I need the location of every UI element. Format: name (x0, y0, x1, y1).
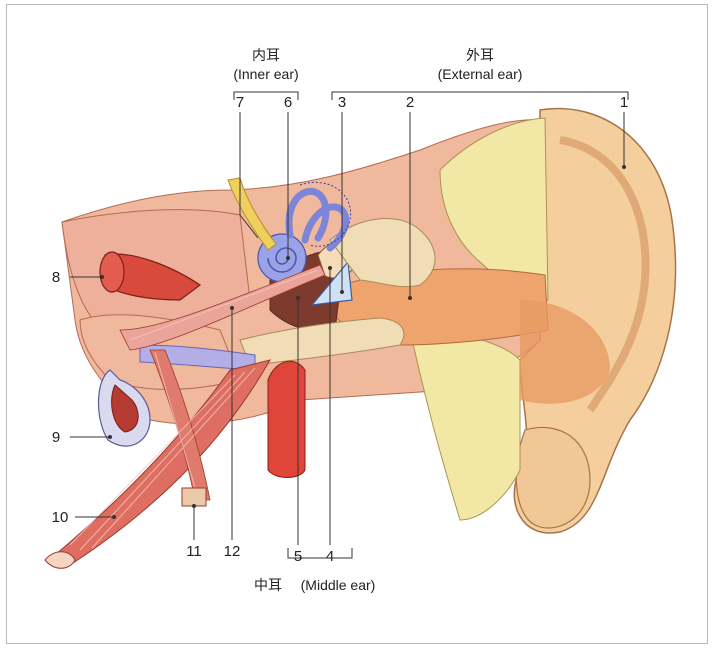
leader-10-dot (112, 515, 116, 519)
label-4: 4 (326, 548, 334, 565)
leader-11-dot (192, 504, 196, 508)
middle-ear-title-zh: 中耳 (254, 577, 282, 593)
carotid-artery (268, 361, 305, 477)
label-12: 12 (224, 543, 241, 560)
temporal-bone-lower (410, 330, 520, 520)
pharyngeal-opening-rim (100, 252, 124, 292)
label-6: 6 (284, 94, 292, 111)
leader-5-dot (296, 296, 300, 300)
muscle-stump (182, 488, 206, 506)
label-9: 9 (52, 429, 60, 446)
leader-2-dot (408, 296, 412, 300)
label-8: 8 (52, 269, 60, 286)
label-3: 3 (338, 94, 346, 111)
external-ear-title-en: (External ear) (438, 66, 523, 82)
leader-4-dot (328, 266, 332, 270)
inner-ear-title-en: (Inner ear) (233, 66, 298, 82)
label-10: 10 (52, 509, 69, 526)
label-7: 7 (236, 94, 244, 111)
leader-6-dot (286, 256, 290, 260)
inner-ear-title-zh: 内耳 (252, 47, 280, 63)
leader-3-dot (340, 290, 344, 294)
label-1: 1 (620, 94, 628, 111)
external-ear-title-zh: 外耳 (466, 47, 494, 63)
label-2: 2 (406, 94, 414, 111)
middle-ear-title-en: (Middle ear) (301, 577, 376, 593)
external-ear-bracket (332, 92, 628, 100)
label-5: 5 (294, 548, 302, 565)
leader-9-dot (108, 435, 112, 439)
leader-12-dot (230, 306, 234, 310)
styloid-tip (45, 552, 75, 569)
leader-8-dot (100, 275, 104, 279)
leader-1-dot (622, 165, 626, 169)
label-11: 11 (186, 543, 202, 560)
